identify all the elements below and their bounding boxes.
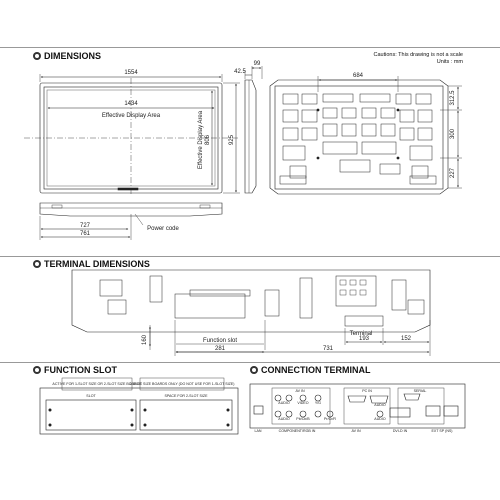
function-slot-right-slot — [139, 399, 233, 431]
vga-port — [369, 395, 389, 404]
terminal-cutouts — [99, 275, 425, 327]
rear-outer-frame — [269, 79, 449, 195]
label-pc-in: PC IN — [362, 389, 372, 393]
lan-port — [253, 405, 264, 415]
section-terminal-dimensions: TERMINAL DIMENSIONS — [33, 259, 150, 269]
rca-jacks — [274, 394, 384, 418]
label-lan: LAN — [255, 429, 262, 433]
label-video: VIDEO — [297, 401, 308, 405]
label-99: 99 — [254, 61, 261, 67]
function-slot-left-header-text: ACTIVE FOR 1-SLOT SIZE OR 2-SLOT SIZE BO… — [52, 382, 142, 386]
divider — [0, 362, 500, 363]
label-av-in-bottom: AV IN — [351, 429, 361, 433]
label-312-5: 312.5 — [450, 90, 456, 106]
section-title: CONNECTION TERMINAL — [261, 365, 371, 375]
function-slot-left-slot — [45, 399, 137, 431]
label-function-slot: Function slot — [203, 338, 237, 344]
caution-note: Cautions: This drawing is not a scale Un… — [374, 52, 463, 66]
label-152: 152 — [401, 336, 412, 342]
label-227: 227 — [450, 167, 456, 178]
terminal-panel — [71, 269, 431, 333]
section-bullet-icon — [250, 366, 258, 374]
label-pr-cr-r: Pr/Cr/R — [324, 417, 336, 421]
label-audio-3: AUDIO — [374, 403, 386, 407]
label-281: 281 — [215, 346, 226, 352]
label-727: 727 — [80, 223, 91, 229]
function-slot-left-slot-text: SLOT — [86, 394, 96, 398]
label-effective-display-area: Effective Display Area — [102, 113, 161, 119]
label-761: 761 — [80, 231, 91, 237]
front-logo — [117, 187, 139, 191]
label-y-g: Y/G — [315, 401, 321, 405]
label-300: 300 — [450, 128, 456, 139]
speaker-terminal — [443, 405, 459, 417]
label-vertical-display-area: Effective Display Area — [198, 110, 204, 169]
label-component-rgb-in: COMPONENT/RGB IN — [279, 429, 316, 433]
section-connection-terminal: CONNECTION TERMINAL — [250, 365, 371, 375]
label-serial: SERIAL — [414, 389, 427, 393]
hdmi-port — [347, 395, 367, 403]
label-42-5: 42.5 — [234, 69, 246, 75]
av-in-group — [271, 387, 331, 425]
label-806: 806 — [205, 134, 211, 145]
section-bullet-icon — [33, 52, 41, 60]
function-slot-panel — [39, 387, 239, 435]
label-731: 731 — [323, 346, 334, 352]
label-ext-sp: EXT SP (NS) — [431, 429, 452, 433]
label-1434: 1434 — [124, 101, 138, 107]
pc-in-group — [343, 387, 391, 425]
label-925: 925 — [229, 134, 235, 145]
section-title: DIMENSIONS — [44, 51, 102, 61]
terminal-ports — [339, 279, 367, 296]
label-av-in-top: AV IN — [295, 389, 305, 393]
label-193: 193 — [359, 336, 370, 342]
label-audio-2: AUDIO — [278, 417, 290, 421]
label-dvi-d-in: DVI-D IN — [393, 429, 408, 433]
power-code-leader — [134, 213, 144, 226]
label-audio-4: AUDIO — [374, 417, 386, 421]
caution-text: Cautions: This drawing is not a scale — [373, 52, 463, 58]
function-slot-right-header — [139, 377, 225, 391]
connection-panel — [249, 383, 466, 429]
label-pb-cb-b: Pb/Cb/B — [296, 417, 310, 421]
label-power-code: Power code — [147, 226, 179, 232]
label-160: 160 — [142, 334, 148, 345]
section-title: FUNCTION SLOT — [44, 365, 117, 375]
divider — [0, 256, 500, 257]
label-1554: 1554 — [124, 70, 138, 76]
rear-screw-holes — [316, 108, 400, 160]
function-slot-left-header — [61, 377, 133, 391]
function-slot-right-header-text: 2-SLOT SIZE BOARDS ONLY (DO NOT USE FOR … — [130, 382, 235, 386]
section-title: TERMINAL DIMENSIONS — [44, 259, 150, 269]
label-terminal: Terminal — [350, 331, 373, 337]
section-function-slot: FUNCTION SLOT — [33, 365, 117, 375]
label-audio-1: AUDIO — [278, 401, 290, 405]
rear-cutouts — [279, 93, 437, 185]
side-view — [244, 79, 257, 194]
dvi-port — [389, 407, 411, 418]
label-684: 684 — [353, 73, 364, 79]
rear-panel — [274, 85, 444, 190]
speaker-terminal — [425, 405, 441, 417]
units-text: Units : mm — [436, 59, 463, 65]
section-bullet-icon — [33, 260, 41, 268]
function-slot-right-slot-text: SPACE FOR 2-SLOT SIZE — [164, 394, 208, 398]
section-dimensions: DIMENSIONS — [33, 51, 101, 61]
section-bullet-icon — [33, 366, 41, 374]
bottom-view — [39, 202, 223, 217]
serial-port — [403, 393, 421, 401]
divider — [0, 47, 500, 48]
